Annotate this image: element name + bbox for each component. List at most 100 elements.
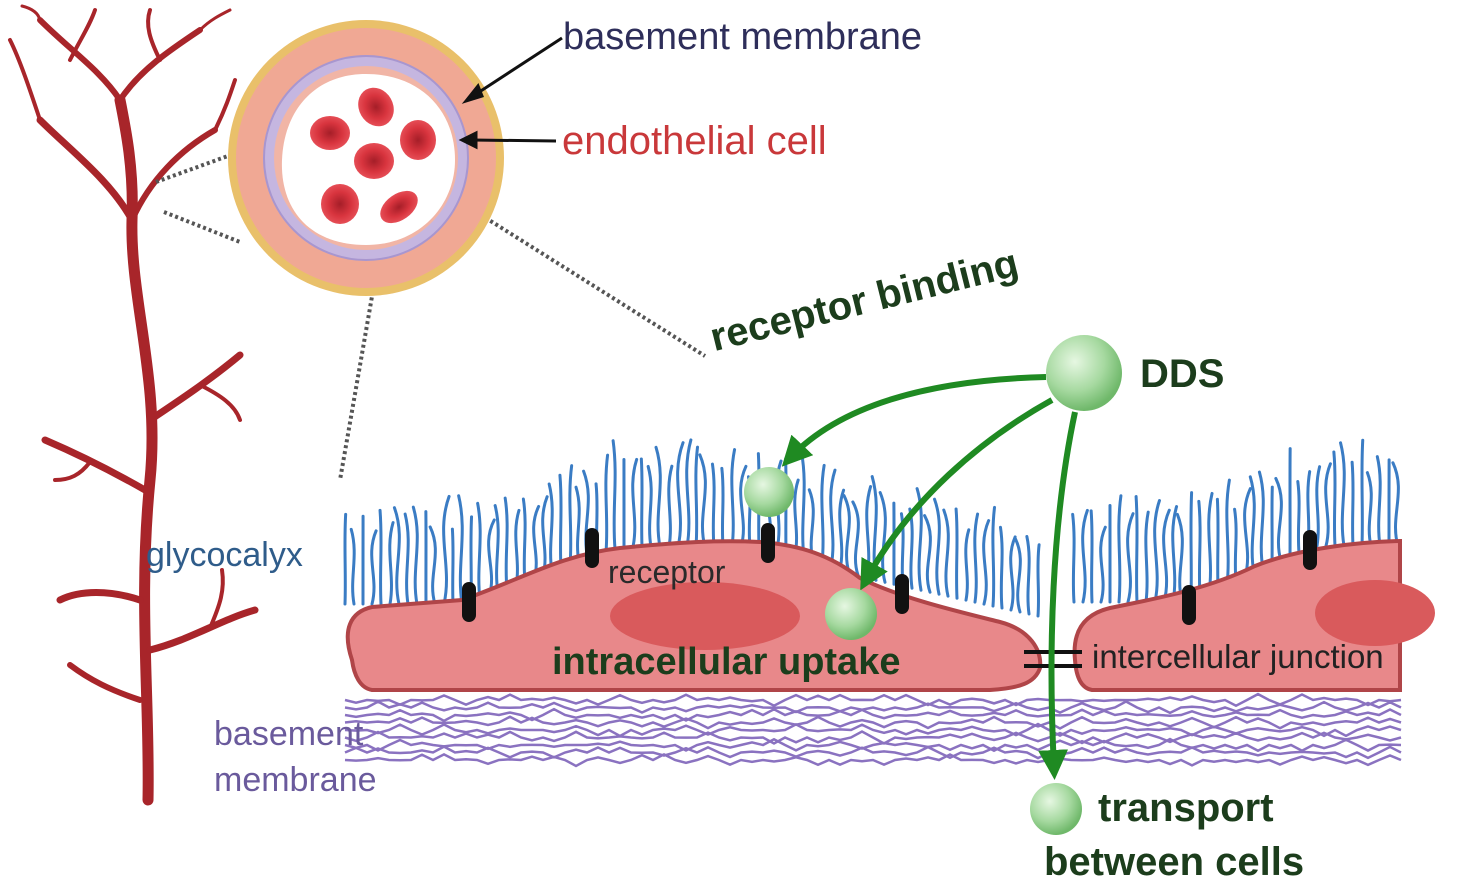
glycocalyx-strand — [851, 500, 860, 577]
zoom-lines — [155, 146, 707, 481]
glycocalyx-strand — [730, 448, 737, 549]
glycocalyx-strand — [1225, 478, 1231, 587]
glycocalyx-strand — [503, 496, 509, 592]
glycocalyx-strand — [639, 457, 644, 549]
basement-fiber — [344, 715, 1402, 730]
basement-fiber — [344, 707, 1402, 723]
glycocalyx-strand — [991, 505, 997, 608]
glycocalyx-strand — [442, 494, 451, 606]
receptor-4 — [895, 574, 909, 614]
pathway-arrows — [781, 374, 1078, 780]
basement-fiber — [344, 737, 1402, 753]
glycocalyx-strand — [793, 478, 800, 557]
glycocalyx-strand — [646, 464, 653, 549]
glycocalyx-strand — [1134, 495, 1139, 604]
glycocalyx-strand — [1391, 461, 1400, 548]
glycocalyx-strand — [710, 462, 716, 549]
glycocalyx-strand — [1099, 525, 1107, 604]
label-intracellular-uptake: intracellular uptake — [552, 641, 901, 683]
receptor-2 — [585, 528, 599, 568]
glycocalyx-strand — [1332, 450, 1337, 548]
dds-particles — [744, 335, 1122, 835]
glycocalyx-strand — [349, 527, 356, 606]
glycocalyx-strand — [676, 441, 685, 549]
glycocalyx-strand — [1162, 508, 1171, 604]
receptor-1 — [462, 582, 476, 622]
glycocalyx-strand — [1071, 512, 1076, 604]
glycocalyx-strand — [1350, 460, 1355, 548]
intracellular-uptake-arrow — [860, 397, 1054, 591]
glycocalyx-strand — [568, 464, 574, 568]
glycocalyx-strand — [973, 512, 980, 604]
glycocalyx-strand — [547, 482, 554, 575]
receptor-3 — [761, 523, 775, 563]
basement-fiber — [344, 722, 1402, 738]
glycocalyx-strand — [403, 512, 410, 606]
glycocalyx-strand — [514, 508, 521, 589]
glycocalyx-strand — [829, 468, 837, 569]
glycocalyx-strand — [1296, 480, 1301, 555]
glycocalyx-strand — [1257, 470, 1265, 571]
nucleus-right — [1315, 580, 1435, 646]
pointer-arrows — [458, 36, 563, 150]
glycocalyx-strand — [1025, 535, 1031, 616]
glycocalyx-strand — [1207, 491, 1214, 595]
endothelial-cell-right — [1072, 538, 1402, 692]
glycocalyx-strand — [1233, 507, 1238, 583]
glycocalyx-strand — [392, 506, 401, 606]
glycocalyx-strand — [450, 527, 455, 606]
glycocalyx-strand — [915, 487, 923, 592]
label-between-cells: between cells — [1044, 840, 1305, 884]
glycocalyx-strand — [954, 507, 959, 600]
glycocalyx-strand — [1274, 476, 1283, 563]
glycocalyx-strand — [799, 450, 806, 560]
glycocalyx-strand — [1243, 487, 1252, 579]
dds-particle-internal — [825, 588, 877, 640]
glycocalyx-strand — [685, 438, 693, 549]
basement-fiber — [344, 745, 1402, 760]
glycocalyx-strand — [933, 497, 941, 596]
glycocalyx-strand — [878, 491, 887, 584]
basement-fiber — [344, 700, 1402, 715]
glycocalyx-strand — [923, 514, 932, 594]
glycocalyx-strand — [1153, 499, 1161, 604]
glycocalyx-strand — [1324, 462, 1332, 548]
glycocalyx-strand — [739, 464, 748, 549]
glycocalyx-strand — [1089, 509, 1094, 604]
glycocalyx-strand — [1126, 512, 1135, 604]
glycocalyx-strand — [1081, 508, 1089, 604]
glycocalyx-strand — [1013, 537, 1022, 614]
glycocalyx-strand — [842, 494, 851, 574]
glycocalyx-strand — [631, 457, 639, 549]
dds-particle-bound — [744, 467, 794, 517]
glycocalyx-strand — [370, 529, 378, 606]
glycocalyx-strand — [1009, 535, 1017, 612]
glycocalyx-strand — [378, 508, 383, 606]
nucleus-left — [610, 582, 800, 650]
receptor-6 — [1303, 530, 1317, 570]
glycocalyx-strand — [1189, 491, 1194, 604]
glycocalyx-strand — [908, 507, 914, 590]
label-receptor: receptor — [608, 554, 726, 590]
glycocalyx-strand — [541, 495, 549, 578]
glycocalyx-strand — [476, 501, 482, 602]
glycocalyx-strand — [998, 525, 1004, 610]
label-dds: DDS — [1140, 352, 1225, 396]
glycocalyx-strand — [1315, 465, 1322, 548]
glycocalyx-strand — [1175, 512, 1184, 604]
glycocalyx-strand — [611, 439, 617, 551]
glycocalyx-strand — [411, 505, 419, 606]
glycocalyx-strand — [964, 528, 971, 602]
glycocalyx-strand — [558, 473, 563, 571]
receptor-5 — [1182, 585, 1196, 625]
glycocalyx-strand — [982, 519, 991, 606]
glycocalyx-strand — [493, 504, 500, 595]
glycocalyx-strand — [942, 508, 950, 598]
basement-membrane-fibers — [344, 692, 1402, 768]
basement-fiber — [344, 752, 1402, 768]
basement-fiber — [344, 692, 1402, 708]
glycocalyx-strand — [457, 494, 464, 606]
glycocalyx-strand — [1197, 499, 1202, 599]
glycocalyx-strand — [838, 488, 846, 571]
